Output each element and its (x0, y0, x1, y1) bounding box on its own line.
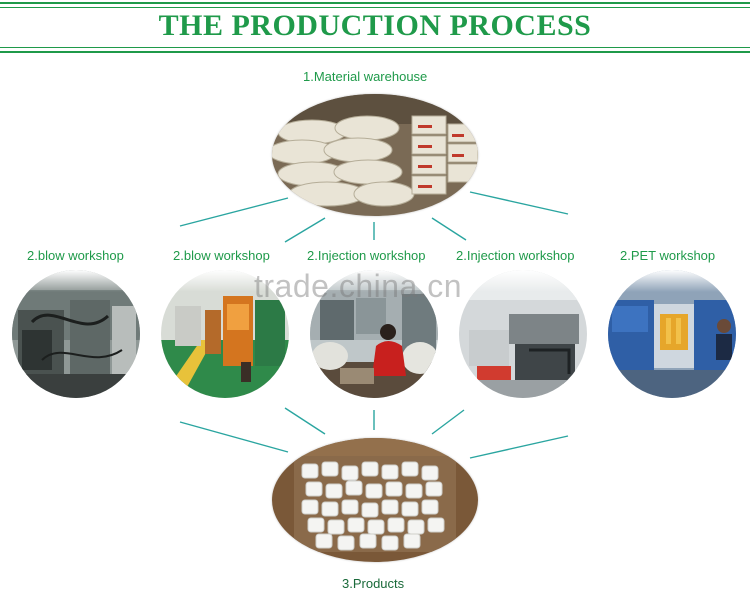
page-title: THE PRODUCTION PROCESS (158, 9, 592, 42)
label-injection-workshop-1: 2.Injection workshop (307, 248, 426, 263)
connector-bottom-2 (284, 407, 326, 435)
label-injection-workshop-2: 2.Injection workshop (456, 248, 575, 263)
banner-rule-bottom-thick (0, 51, 750, 53)
label-pet-workshop: 2.PET workshop (620, 248, 716, 263)
label-blow-workshop-2: 2.blow workshop (173, 248, 270, 263)
connector-bottom-1 (179, 421, 289, 453)
injection-workshop-photo-2 (459, 270, 587, 398)
connector-top-1 (179, 197, 289, 227)
banner-rule-top-thin (0, 7, 750, 8)
products-photo (272, 438, 478, 562)
label-material-warehouse: 1.Material warehouse (303, 69, 428, 84)
blow-workshop-photo-1 (12, 270, 140, 398)
watermark: trade.china.cn (254, 268, 463, 304)
banner-rule-top-thick (0, 2, 750, 4)
injection-workshop-photo-1 (310, 270, 438, 398)
label-products: 3.Products (342, 576, 405, 591)
connector-top-2 (284, 217, 326, 243)
label-blow-workshop-1: 2.blow workshop (27, 248, 124, 263)
connector-bottom-4 (431, 409, 465, 435)
material-warehouse-photo (272, 94, 478, 216)
connector-top-4 (431, 217, 467, 241)
pet-workshop-photo (608, 270, 736, 398)
connector-bottom-5 (469, 435, 569, 459)
connector-top-5 (469, 191, 569, 215)
title-banner: THE PRODUCTION PROCESS (0, 0, 750, 56)
banner-rule-bottom-thin (0, 47, 750, 48)
